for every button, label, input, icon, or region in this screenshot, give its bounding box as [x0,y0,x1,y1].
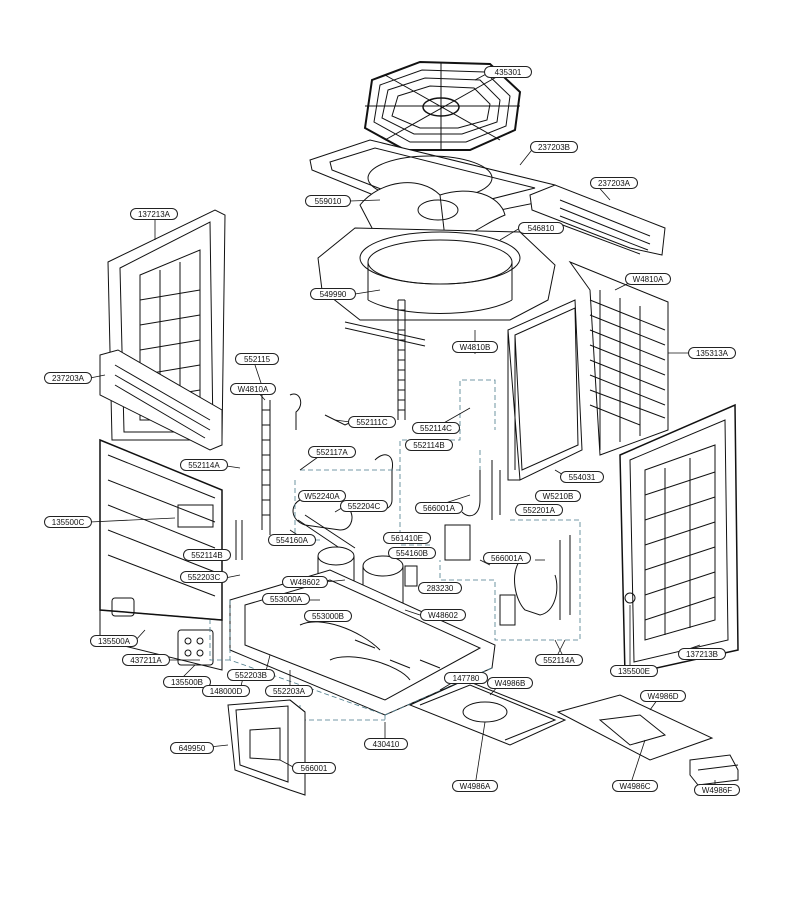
part-label: 552114B [183,549,231,561]
part-label: 137213A [130,208,178,220]
part-label: 566001 [292,762,336,774]
part-label: W48602 [282,576,328,588]
part-label: 566001A [483,552,531,564]
left-side-rail [99,349,223,451]
part-label: 559010 [305,195,351,207]
part-label: 237203A [44,372,92,384]
part-label: W4986C [612,780,658,792]
part-label: 552203A [265,685,313,697]
rear-coil [397,299,406,420]
part-label: 549990 [310,288,356,300]
part-label: 552114A [180,459,228,471]
bottom-plate-right [556,694,714,761]
part-label: 552204C [340,500,388,512]
part-label: 237203A [590,177,638,189]
part-label: W4810A [230,383,276,395]
part-label: 435301 [484,66,532,78]
control-box [227,699,306,796]
part-label: 430410 [364,738,408,750]
part-label: 552115 [235,353,279,365]
fan-guard [363,60,522,151]
front-right-panel [619,403,739,676]
part-label: 552114A [535,654,583,666]
part-label: 554160B [388,547,436,559]
part-label: 561410E [383,532,431,544]
part-label: W4810A [625,273,671,285]
part-label: 283230 [418,582,462,594]
fan-shroud [317,227,556,347]
piping-left [235,393,571,626]
part-label: W4810B [452,341,498,353]
part-label: 147780 [444,672,488,684]
main-coil [507,299,583,481]
part-label: W4986D [640,690,686,702]
part-label: W5210B [535,490,581,502]
part-label: 135500B [163,676,211,688]
part-label: 566001A [415,502,463,514]
part-label: 135500E [610,665,658,677]
part-label: W52240A [298,490,346,502]
part-label: W4986A [452,780,498,792]
part-label: 554160A [268,534,316,546]
part-label: 553000B [304,610,352,622]
part-label: 135313A [688,347,736,359]
part-label: 135500C [44,516,92,528]
part-label: W4986B [487,677,533,689]
part-label: 552201A [515,504,563,516]
part-label: 148000D [202,685,250,697]
part-label: 552114B [405,439,453,451]
part-label: 237203B [530,141,578,153]
part-label: 546810 [518,222,564,234]
part-label: 552114C [412,422,460,434]
part-label: 135500A [90,635,138,647]
part-label: W48602 [420,609,466,621]
part-label: 554031 [560,471,604,483]
part-label: 437211A [122,654,170,666]
part-label: 553000A [262,593,310,605]
part-label: 649950 [170,742,214,754]
part-label: 552111C [348,416,396,428]
small-bracket [689,754,739,786]
rear-right-grille [568,260,669,456]
side-rail-top [529,184,666,256]
part-label: 552117A [308,446,356,458]
part-label: W4986F [694,784,740,796]
part-label: 552203B [227,669,275,681]
part-label: 552203C [180,571,228,583]
part-label: 137213B [678,648,726,660]
